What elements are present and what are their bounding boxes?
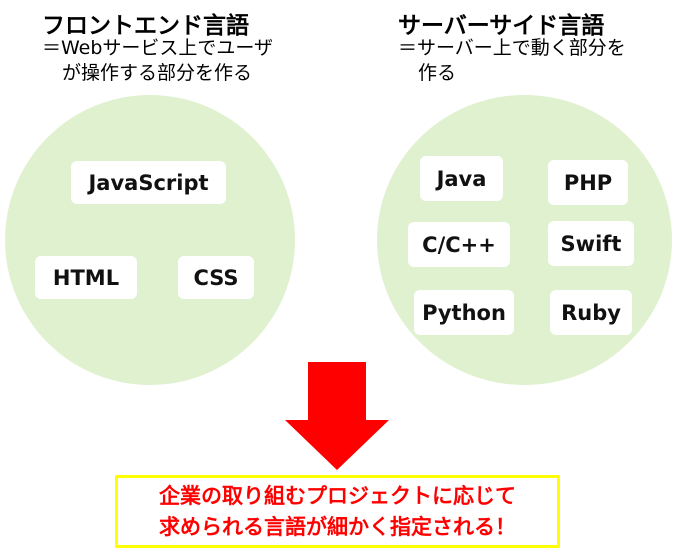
- down-arrow-shape: [285, 362, 389, 470]
- language-ruby: Ruby: [550, 290, 632, 335]
- conclusion-callout: 企業の取り組むプロジェクトに応じて 求められる言語が細かく指定される！: [115, 475, 560, 548]
- language-html: HTML: [35, 256, 137, 299]
- frontend-circle: [5, 95, 295, 385]
- backend-description-line2: 作る: [418, 62, 457, 84]
- backend-title: サーバーサイド言語: [398, 13, 605, 39]
- frontend-description: ＝Webサービス上でユーザ が操作する部分を作る: [42, 36, 273, 86]
- language-python: Python: [414, 290, 514, 335]
- frontend-description-line2: が操作する部分を作る: [62, 62, 253, 84]
- language-css: CSS: [178, 256, 254, 299]
- down-arrow-icon: [285, 362, 389, 470]
- language-c-cpp: C/C++: [408, 222, 510, 267]
- language-php: PHP: [548, 160, 628, 205]
- frontend-title: フロントエンド言語: [42, 13, 249, 39]
- language-javascript: JavaScript: [71, 161, 226, 204]
- frontend-description-line1: ＝Webサービス上でユーザ: [42, 37, 274, 59]
- conclusion-line2: 求められる言語が細かく指定される！: [159, 514, 516, 539]
- language-java: Java: [420, 156, 503, 201]
- backend-description: ＝サーバー上で動く部分を 作る: [398, 36, 626, 86]
- conclusion-line1: 企業の取り組むプロジェクトに応じて: [159, 483, 516, 508]
- language-swift: Swift: [548, 221, 634, 266]
- backend-description-line1: ＝サーバー上で動く部分を: [398, 37, 626, 59]
